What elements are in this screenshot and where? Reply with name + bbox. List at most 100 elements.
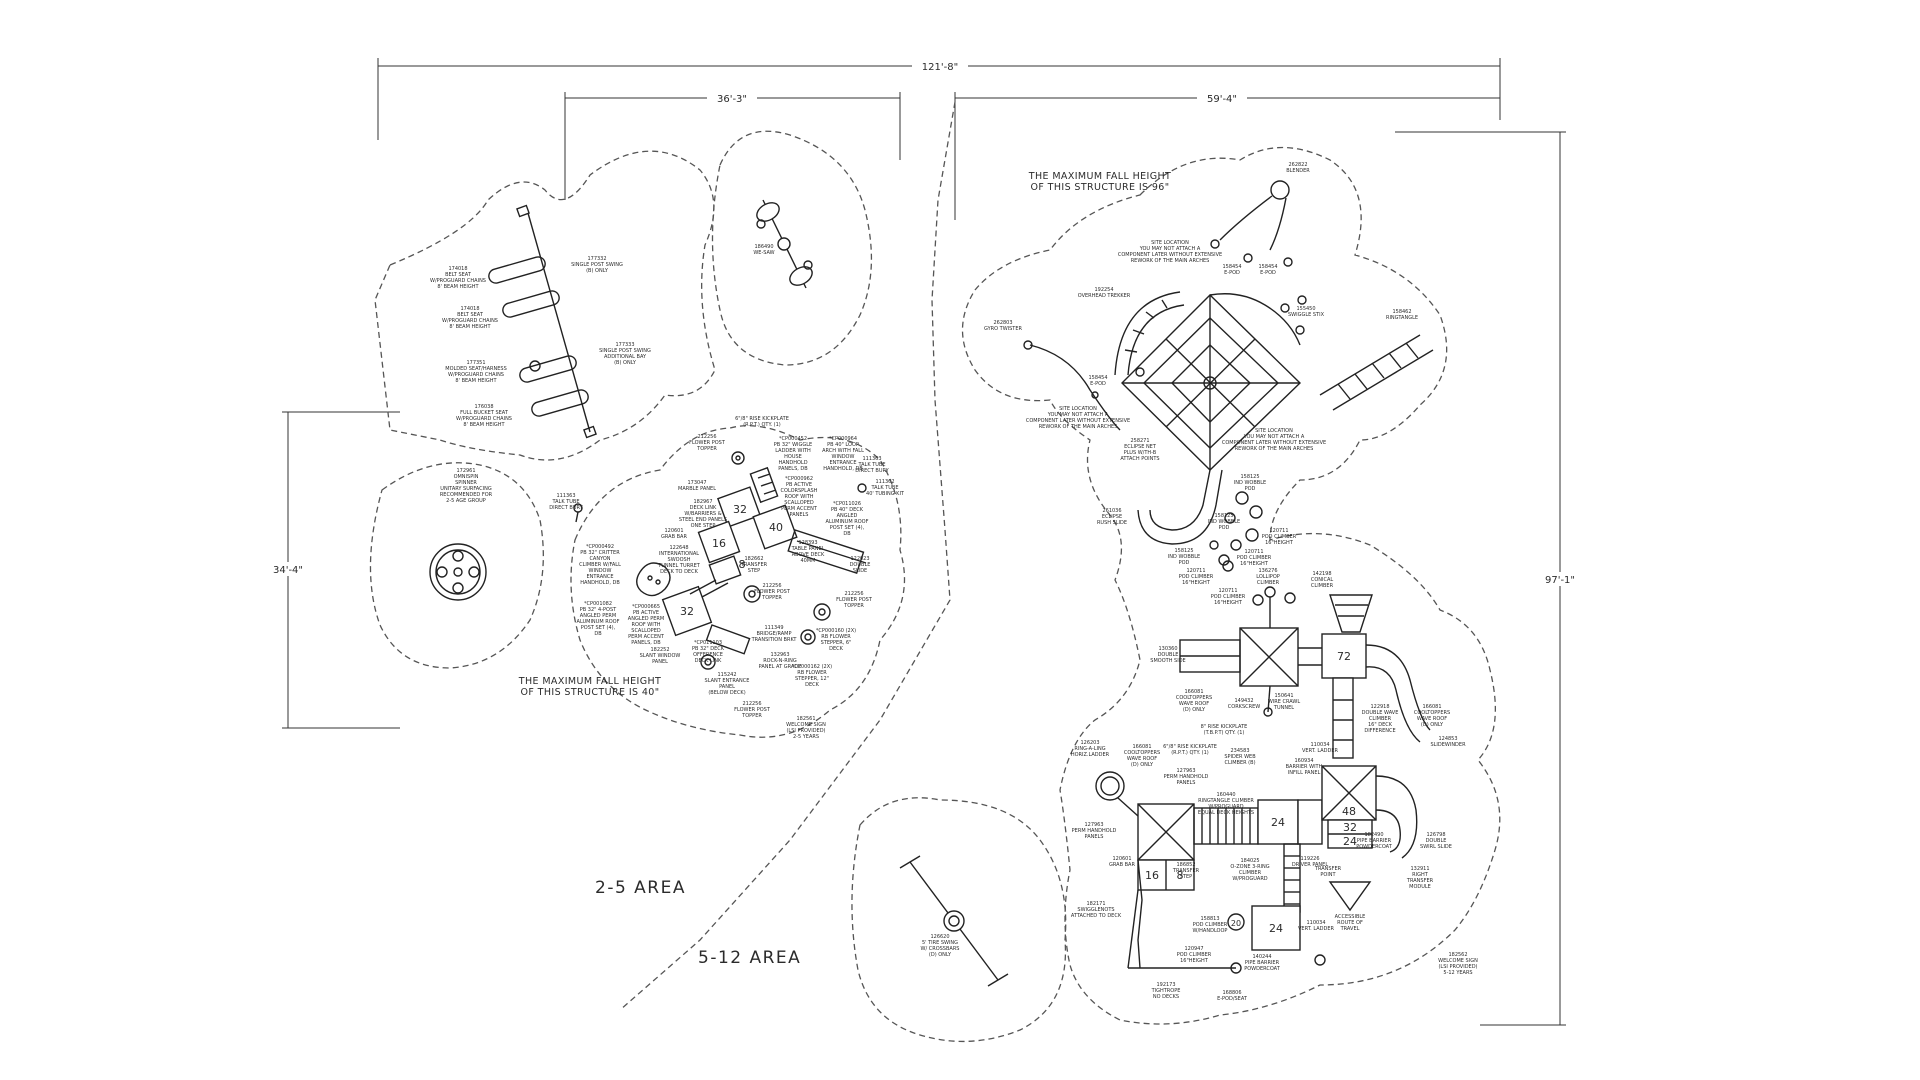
- label-line: 127963: [1176, 768, 1195, 774]
- critter-climber: [636, 562, 671, 597]
- label-line: FLOWER POST: [734, 707, 771, 713]
- vertical-ladder: [1283, 843, 1301, 913]
- label-line: SITE LOCATION: [1059, 406, 1097, 412]
- label-line: 6"/8" RISE KICKPLATE: [735, 416, 789, 422]
- label-line: OVERHEAD TREKKER: [1078, 293, 1131, 299]
- label-line: RIGHT: [1412, 872, 1429, 878]
- ringtangle-ladder: [1319, 334, 1434, 411]
- label-line: SWIGGLENOTS: [1077, 907, 1114, 913]
- use-zone-omnispin: [369, 462, 544, 669]
- label-line: EQUAL DECK HEIGHTS: [1198, 810, 1254, 816]
- upper-deck-cluster: [1179, 560, 1431, 759]
- label-line: 40MM: [801, 558, 816, 564]
- label-line: E-POD: [1260, 270, 1276, 276]
- label-line: TRANSITION BRKT: [751, 637, 798, 643]
- label-line: PANELS: [1085, 834, 1104, 840]
- label-line: 111362: [875, 479, 894, 485]
- vertical-tube-link: [1332, 677, 1354, 759]
- label-line: COMPONENT LATER WITHOUT EXTENSIVE: [1026, 418, 1130, 424]
- label-line: CONICAL: [1311, 577, 1334, 583]
- deck-number-9: 32: [1343, 821, 1357, 834]
- label-line: SINGLE POST SWING: [599, 348, 651, 354]
- label-line: DOUBLE WAVE: [1362, 710, 1399, 716]
- label-line: TALK TUBE: [551, 499, 579, 505]
- label-line: VERT. LADDER: [1302, 748, 1339, 754]
- label-line: DIRECT BURY: [549, 505, 583, 511]
- label-line: 132911: [1410, 866, 1429, 872]
- label-line: UNITARY SURFACING: [440, 486, 492, 492]
- flower-stepper-1: [743, 585, 761, 603]
- slidewinder: [1365, 644, 1431, 743]
- label-line: TOPPER: [696, 446, 717, 452]
- label-line: 166081: [1184, 689, 1203, 695]
- flower-stepper-4: [700, 654, 716, 670]
- fall-height-note-right: THE MAXIMUM FALL HEIGHT OF THIS STRUCTUR…: [1028, 171, 1172, 193]
- eclipse-rush-slide: [1137, 469, 1223, 545]
- use-zone-we-saw: [711, 130, 873, 366]
- label-line: TABLE PANEL: [791, 546, 825, 552]
- label-line: POST SET (4),: [581, 625, 616, 631]
- svg-text:THE MAXIMUM FALL HEIGHT: THE MAXIMUM FALL HEIGHT: [1028, 171, 1172, 182]
- label-line: 158454: [1088, 375, 1107, 381]
- label-line: SLIDE: [853, 568, 867, 574]
- label-line: 182171: [1086, 901, 1105, 907]
- flower-stepper-2: [813, 603, 831, 621]
- label-line: CLIMBER: [1257, 580, 1280, 586]
- label-line: POD: [1179, 560, 1190, 566]
- label-line: BARRIER WITH: [1286, 764, 1323, 770]
- label-line: LADDER WITH: [775, 448, 811, 454]
- label-line: (D) ONLY: [1421, 722, 1444, 728]
- label-line: POD: [1245, 486, 1256, 492]
- label-line: 110034: [1306, 920, 1325, 926]
- label-line: PANEL: [719, 684, 735, 690]
- toddler-play-structure: [636, 451, 867, 670]
- label-line: 110034: [1310, 742, 1329, 748]
- label-line: SWOOSH: [668, 557, 691, 563]
- label-line: 119226: [1300, 856, 1319, 862]
- label-line: 212256: [697, 434, 716, 440]
- label-line: SITE LOCATION: [1151, 240, 1189, 246]
- label-line: PB 40" DECK: [831, 507, 864, 513]
- label-line: YOU MAY NOT ATTACH A: [1047, 412, 1109, 418]
- flower-stepper-3: [800, 629, 816, 645]
- label-line: ANGLED PERM: [628, 616, 664, 622]
- label-line: 111363: [862, 456, 881, 462]
- label-line: SPIDER WEB: [1224, 754, 1256, 760]
- label-line: CORKSCREW: [1228, 704, 1260, 710]
- label-line: 120947: [1184, 946, 1203, 952]
- label-line: STEP: [748, 568, 760, 574]
- label-line: 212256: [762, 583, 781, 589]
- label-line: 173047: [687, 480, 706, 486]
- label-line: POWDERCOAT: [1244, 966, 1281, 972]
- label-line: 160934: [1294, 758, 1313, 764]
- label-line: 115242: [717, 672, 736, 678]
- label-line: LOLLIPOP: [1256, 574, 1280, 580]
- label-line: HOUSE: [784, 454, 802, 460]
- label-line: DECK TO DECK: [660, 569, 698, 575]
- label-line: 176038: [474, 404, 493, 410]
- label-line: GYRO TWISTER: [984, 326, 1023, 332]
- label-line: ROOF WITH: [784, 494, 813, 500]
- label-line: POD CLIMBER: [1177, 952, 1212, 958]
- label-line: 172961: [456, 468, 475, 474]
- label-line: 158813: [1200, 916, 1219, 922]
- label-line: FULL BUCKET SEAT: [460, 410, 509, 416]
